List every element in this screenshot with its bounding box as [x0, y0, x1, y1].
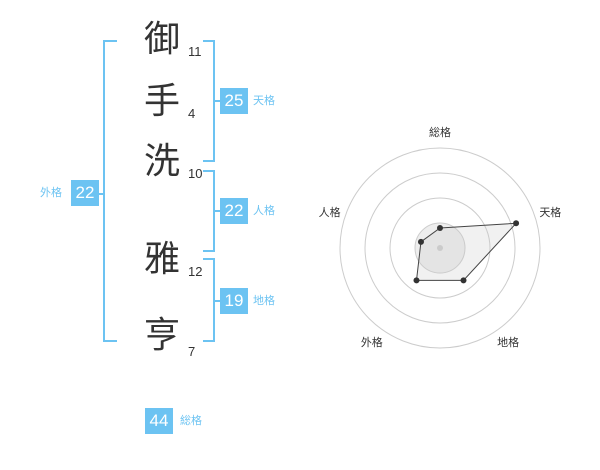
jinkaku-bracket [203, 170, 215, 252]
radar-grid-ring [389, 197, 491, 299]
name-char-4: 雅 [143, 239, 180, 280]
radar-point-2 [513, 220, 520, 227]
radar-axis-label-1: 総格 [429, 125, 451, 139]
jinkaku-tick [215, 210, 221, 212]
soukaku-value-badge: 44 [145, 408, 173, 434]
chikaku-label: 地格 [253, 294, 275, 307]
chikaku-value-badge: 19 [220, 288, 248, 314]
jinkaku-value-badge: 22 [220, 198, 248, 224]
radar-point-1 [437, 225, 443, 231]
name-char-2: 手 [143, 81, 180, 122]
radar-axis-label-3: 地格 [497, 335, 519, 349]
name-char-5: 亨 [143, 315, 180, 356]
radar-center-dot [437, 245, 443, 251]
name-char-3: 洗 [143, 141, 180, 182]
chikaku-bracket [203, 258, 215, 342]
radar-point-3 [460, 277, 467, 284]
stroke-count-4: 12 [188, 264, 203, 279]
tenkaku-label: 天格 [253, 94, 275, 107]
gaikaku-label: 外格 [40, 186, 62, 199]
radar-grid-ring [339, 147, 541, 349]
radar-point-4 [413, 277, 420, 284]
stroke-count-5: 7 [188, 344, 196, 359]
stroke-count-3: 10 [188, 166, 203, 181]
radar-axis-label-5: 人格 [319, 205, 341, 219]
soukaku-label: 総格 [180, 414, 202, 427]
stroke-count-1: 11 [188, 44, 202, 59]
radar-polygon [415, 222, 518, 281]
radar-axis-label-2: 天格 [539, 205, 561, 219]
tenkaku-bracket [203, 40, 215, 162]
gaikaku-bracket [103, 40, 117, 342]
gaikaku-value-badge: 22 [71, 180, 99, 206]
jinkaku-label: 人格 [253, 204, 275, 217]
gaikaku-tick [96, 193, 103, 195]
radar-axis-label-4: 外格 [361, 335, 383, 349]
radar-grid-ring [364, 172, 516, 324]
chikaku-tick [215, 300, 221, 302]
tenkaku-tick [215, 100, 221, 102]
name-char-1: 御 [143, 19, 180, 60]
stroke-count-2: 4 [188, 106, 196, 121]
radar-point-5 [417, 238, 424, 245]
tenkaku-value-badge: 25 [220, 88, 248, 114]
